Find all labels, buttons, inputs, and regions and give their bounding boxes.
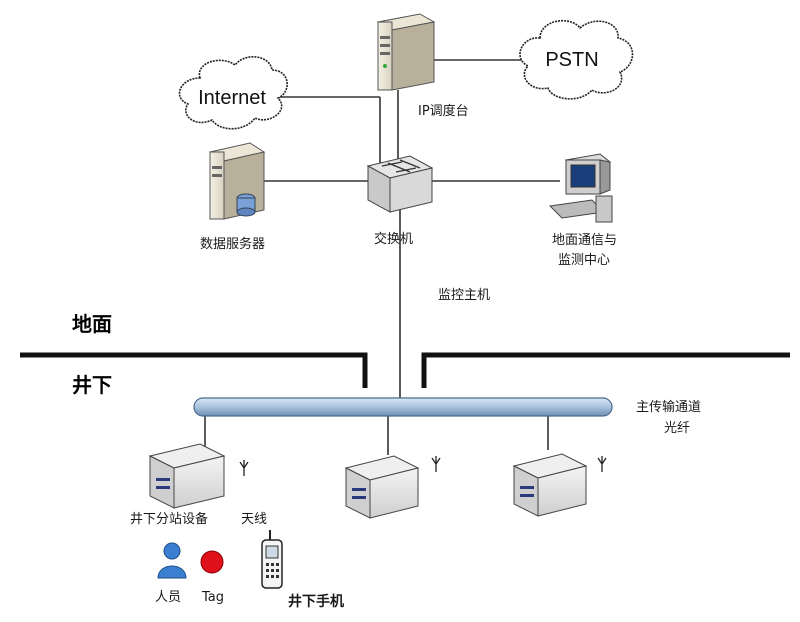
monitor-computer-icon	[548, 153, 613, 223]
ip-dispatcher-server-icon	[376, 13, 436, 91]
underground-label: 井下	[72, 373, 112, 397]
antenna-label: 天线	[241, 512, 267, 527]
internet-cloud: Internet	[178, 56, 288, 130]
antenna-icon	[597, 456, 607, 472]
db-server-label: 数据服务器	[200, 236, 265, 252]
switch-icon	[366, 155, 434, 213]
ground-divider	[20, 352, 790, 388]
backbone-label-2: 光纤	[664, 421, 690, 436]
substation-device-icon	[148, 443, 226, 509]
person-label: 人员	[155, 590, 181, 605]
handset-label: 井下手机	[288, 593, 344, 610]
backbone-fiber	[193, 397, 613, 417]
substation-device-icon	[344, 455, 420, 519]
pstn-label: PSTN	[545, 49, 598, 71]
antenna-icon	[239, 460, 249, 476]
antenna-icon	[431, 456, 441, 472]
pstn-cloud: PSTN	[519, 20, 634, 100]
switch-label: 交换机	[374, 231, 413, 247]
backbone-label-1: 主传输通道	[636, 399, 701, 415]
substation-device-icon	[512, 453, 588, 517]
ip-dispatcher-label: IP调度台	[418, 103, 469, 119]
tag-icon	[200, 550, 224, 574]
substation-label: 井下分站设备	[130, 511, 208, 527]
tag-label: Tag	[201, 590, 224, 605]
internet-label: Internet	[198, 87, 266, 109]
person-icon	[157, 542, 187, 579]
monitor-center-label-1: 地面通信与	[552, 233, 617, 248]
ground-label: 地面	[72, 312, 112, 336]
control-host-label: 监控主机	[438, 288, 490, 303]
connection-lines	[204, 59, 560, 455]
monitor-center-label-2: 监测中心	[558, 253, 610, 268]
database-server-icon	[208, 142, 266, 220]
handset-icon	[261, 530, 283, 589]
